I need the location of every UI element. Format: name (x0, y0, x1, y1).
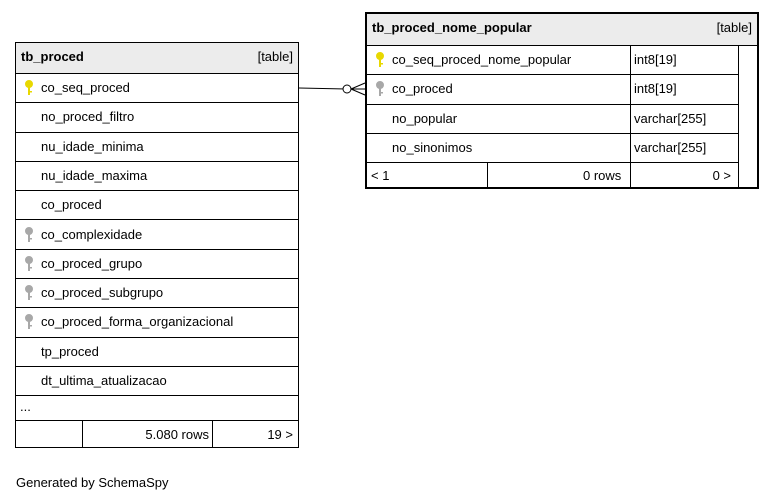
column-name: co_seq_proced_nome_popular (392, 52, 572, 67)
scroll-column-divider (738, 46, 739, 189)
row-count: 0 rows (583, 168, 622, 183)
table-tb-proced[interactable]: tb_proced [table] co_seq_proced no_proced… (15, 42, 299, 448)
column-name: co_proced_subgrupo (41, 285, 164, 301)
column-row[interactable]: no_sinonimos varchar[255] (367, 134, 739, 164)
primary-key-icon (24, 80, 34, 96)
column-row[interactable]: nu_idade_minima (16, 133, 298, 162)
column-row[interactable]: co_proced (16, 191, 298, 221)
column-row[interactable]: co_proced_grupo (16, 250, 298, 280)
column-row[interactable]: co_complexidade (16, 221, 298, 250)
column-name: nu_idade_maxima (41, 167, 148, 183)
more-columns-indicator: ... (20, 399, 31, 414)
column-name: no_proced_filtro (41, 109, 135, 125)
primary-key-icon (375, 52, 385, 68)
column-type: int8[19] (634, 81, 677, 97)
foreign-key-icon (24, 226, 34, 243)
parents-count[interactable]: < 1 (371, 168, 390, 183)
column-row[interactable]: co_seq_proced_nome_popular int8[19] (367, 46, 739, 76)
column-type: varchar[255] (634, 139, 707, 155)
table-tb-proced-nome-popular[interactable]: tb_proced_nome_popular [table] co_seq_pr… (365, 12, 759, 189)
table-name: tb_proced (21, 49, 84, 64)
table-header: tb_proced [table] (16, 43, 298, 74)
table-header: tb_proced_nome_popular [table] (367, 14, 757, 46)
row-count: 5.080 rows (145, 427, 209, 442)
zero-optional-marker (342, 84, 352, 94)
footer-divider (212, 421, 213, 447)
column-type: int8[19] (634, 52, 677, 67)
column-name: co_seq_proced (41, 80, 130, 95)
relationship-line (298, 87, 347, 90)
column-name: co_proced_forma_organizacional (41, 314, 234, 330)
column-row[interactable]: no_popular varchar[255] (367, 105, 739, 134)
column-name: co_proced (392, 81, 453, 97)
column-name: nu_idade_minima (41, 138, 144, 154)
column-row[interactable]: co_proced_forma_organizacional (16, 308, 298, 338)
generated-by-label: Generated by SchemaSpy (16, 475, 169, 490)
column-row[interactable]: dt_ultima_atualizacao (16, 367, 298, 397)
column-row[interactable]: co_proced int8[19] (367, 75, 739, 105)
column-name: co_proced (41, 197, 102, 213)
footer-divider (82, 421, 83, 447)
type-column-divider (630, 46, 631, 189)
more-columns-row: ... (16, 396, 298, 421)
column-name: co_proced_grupo (41, 255, 143, 271)
column-row[interactable]: tp_proced (16, 338, 298, 367)
column-name: tp_proced (41, 343, 99, 359)
column-name: no_sinonimos (392, 139, 473, 155)
column-name: no_popular (392, 110, 458, 126)
column-row[interactable]: nu_idade_maxima (16, 162, 298, 192)
children-count[interactable]: 0 > (712, 168, 731, 183)
foreign-key-icon (375, 81, 385, 97)
crowfoot-line-top (350, 82, 366, 90)
column-row[interactable]: co_proced_subgrupo (16, 279, 298, 309)
column-row[interactable]: co_seq_proced (16, 74, 298, 104)
column-name: dt_ultima_atualizacao (41, 373, 167, 388)
crowfoot-line-bottom (350, 88, 366, 96)
foreign-key-icon (24, 255, 34, 272)
column-row[interactable]: no_proced_filtro (16, 103, 298, 133)
footer-divider (487, 163, 488, 189)
table-kind: [table] (257, 49, 293, 64)
column-type: varchar[255] (634, 110, 707, 126)
table-kind: [table] (716, 20, 752, 35)
foreign-key-icon (24, 314, 34, 330)
column-name: co_complexidade (41, 226, 143, 242)
children-count[interactable]: 19 > (267, 427, 293, 442)
table-name: tb_proced_nome_popular (372, 20, 532, 35)
foreign-key-icon (24, 285, 34, 301)
